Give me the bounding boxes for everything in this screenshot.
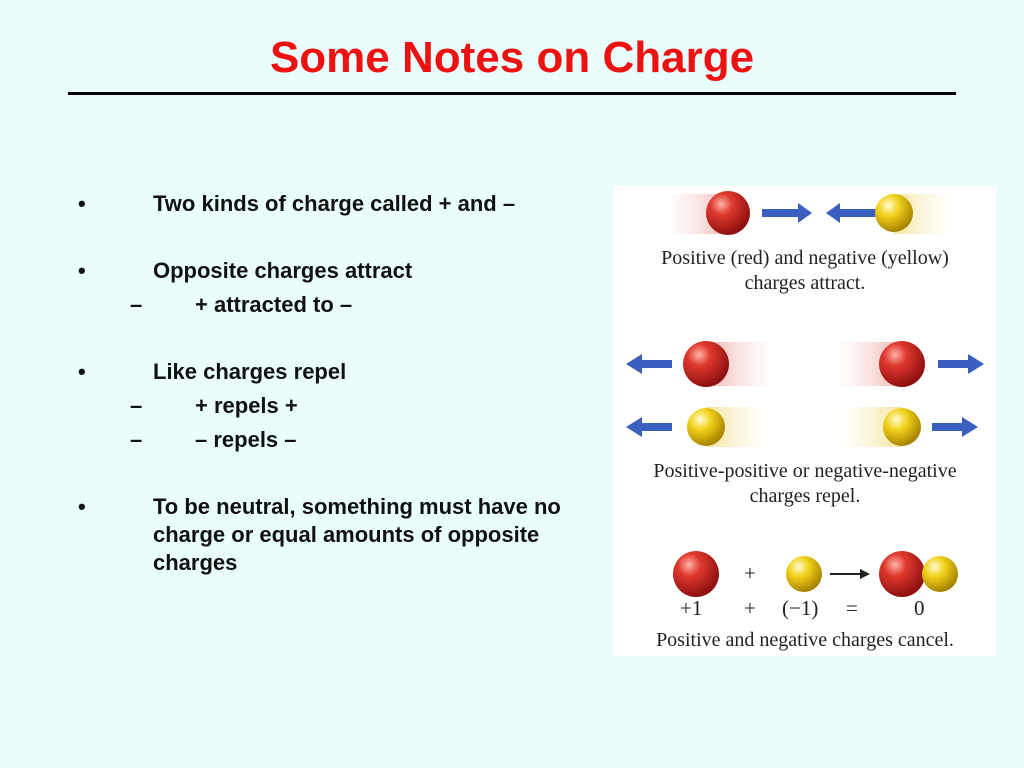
equation-negative: (−1) [782, 596, 819, 620]
charge-illustration [626, 191, 984, 597]
equation-positive: +1 [680, 596, 703, 620]
repel-caption-line1: Positive-positive or negative-negative [653, 460, 957, 482]
dash-marker: – [130, 427, 143, 452]
bullet-list: • Two kinds of charge called + and – • O… [78, 190, 608, 577]
bullet-text: – repels – [195, 427, 297, 452]
bullet-text: Opposite charges attract [153, 258, 413, 283]
positive-charge-sphere [879, 341, 925, 387]
slide-title: Some Notes on Charge [269, 33, 755, 82]
dash-marker: – [130, 292, 143, 317]
bullet-marker: • [78, 191, 86, 216]
bullet-item: • To be neutral, something must have no … [78, 493, 608, 577]
equation-zero: 0 [914, 596, 925, 620]
cancel-row [673, 551, 958, 597]
repel-positive-row [626, 341, 984, 387]
plus-sign: + [744, 561, 756, 585]
bullet-text: Like charges repel [153, 359, 347, 384]
arrowhead [798, 203, 812, 223]
sub-bullet-item: – + attracted to – [78, 291, 608, 319]
negative-charge-sphere [875, 194, 913, 232]
title-underline [68, 92, 956, 95]
attract-caption-line2: charges attract. [744, 272, 866, 294]
cancel-caption: Positive and negative charges cancel. [656, 629, 954, 651]
sub-bullet-item: – + repels + [78, 392, 608, 420]
attract-row [654, 191, 964, 235]
dash-marker: – [130, 393, 143, 418]
negative-charge-sphere [687, 408, 725, 446]
bullet-marker: • [78, 359, 86, 384]
repel-caption-line2: charges repel. [749, 485, 861, 507]
positive-charge-sphere [683, 341, 729, 387]
attract-caption-line1: Positive (red) and negative (yellow) [661, 247, 949, 269]
repel-negative-row [626, 407, 978, 447]
bullet-item: • Like charges repel [78, 358, 608, 386]
charge-figure: Positive (red) and negative (yellow) cha… [614, 186, 996, 656]
negative-charge-sphere [786, 556, 822, 592]
sub-bullet-item: – – repels – [78, 426, 608, 454]
arrowhead [626, 417, 642, 437]
bullet-marker: • [78, 258, 86, 283]
bullet-text: + attracted to – [195, 292, 353, 317]
bullet-text: + repels + [195, 393, 298, 418]
bullet-text: To be neutral, something must have no ch… [153, 494, 561, 575]
equation-plus: + [744, 596, 756, 620]
bullet-item: • Opposite charges attract [78, 257, 608, 285]
bullet-marker: • [78, 494, 86, 519]
arrowhead [968, 354, 984, 374]
bullet-text: Two kinds of charge called + and – [153, 191, 516, 216]
arrowhead [962, 417, 978, 437]
positive-charge-sphere [673, 551, 719, 597]
negative-charge-sphere [922, 556, 958, 592]
bullet-item: • Two kinds of charge called + and – [78, 190, 608, 218]
arrowhead [626, 354, 642, 374]
positive-charge-sphere [879, 551, 925, 597]
positive-charge-sphere [706, 191, 750, 235]
negative-charge-sphere [883, 408, 921, 446]
arrowhead [826, 203, 840, 223]
equation-equals: = [846, 596, 858, 620]
arrowhead [860, 569, 870, 579]
